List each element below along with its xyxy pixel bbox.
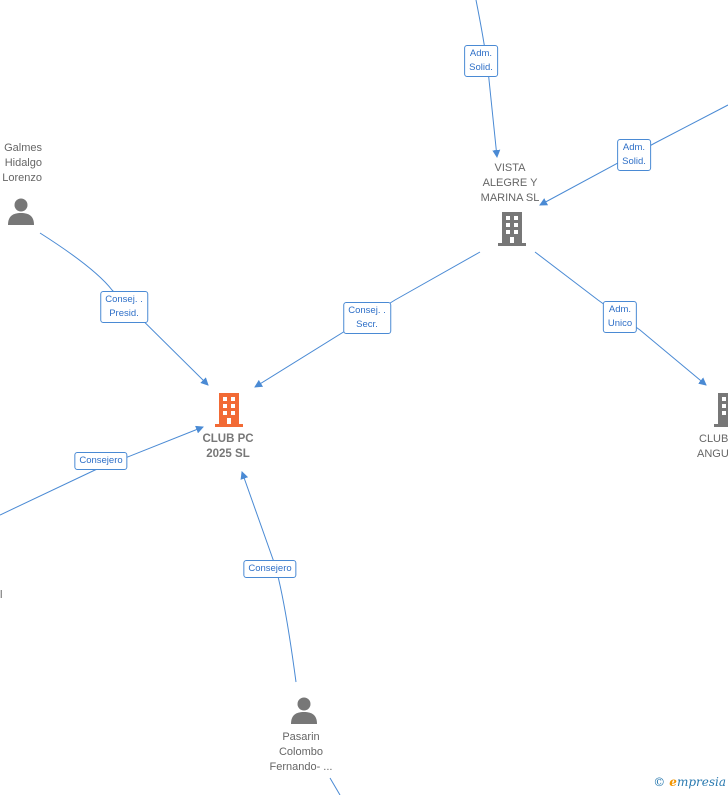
edge-right-to-vista	[539, 104, 728, 206]
relation-label-pasarin-club[interactable]: Consejero	[243, 560, 297, 578]
relation-label-galmes-club[interactable]: Consej. . Presid.	[100, 291, 148, 323]
edge-left-to-club	[0, 425, 204, 516]
edge-pasarin-bottom	[329, 777, 341, 795]
person-icon[interactable]	[7, 197, 35, 225]
person-icon[interactable]	[290, 696, 318, 724]
relation-label-left-club[interactable]: Consejero	[74, 452, 128, 470]
relation-label-top-vista[interactable]: Adm. Solid.	[464, 45, 498, 77]
node-label-clubangu[interactable]: CLUB ANGU	[697, 433, 728, 460]
empresia-logo[interactable]: ©empresia	[653, 775, 726, 789]
node-label-vista[interactable]: VISTA ALEGRE Y MARINA SL	[480, 162, 540, 204]
relation-label-vista-club[interactable]: Consej. . Secr.	[343, 302, 391, 334]
node-label-galmes[interactable]: Galmes Hidalgo Lorenzo	[2, 142, 42, 184]
edge-vista-to-club	[254, 251, 481, 388]
node-label-leftcut[interactable]: l	[0, 589, 3, 601]
building-icon[interactable]	[713, 393, 728, 427]
edge-top-to-vista	[475, 0, 501, 158]
node-label-pasarin[interactable]: Pasarin Colombo Fernando- ...	[269, 731, 333, 773]
building-icon[interactable]	[497, 212, 527, 246]
node-label-club2025[interactable]: CLUB PC 2025 SL	[202, 433, 254, 460]
edge-galmes-to-club	[39, 232, 209, 386]
building-icon[interactable]	[214, 393, 244, 427]
relation-label-vista-angu[interactable]: Adm. Unico	[602, 301, 638, 333]
copyright-icon: ©	[653, 775, 666, 789]
relation-label-right-vista[interactable]: Adm. Solid.	[617, 139, 651, 171]
